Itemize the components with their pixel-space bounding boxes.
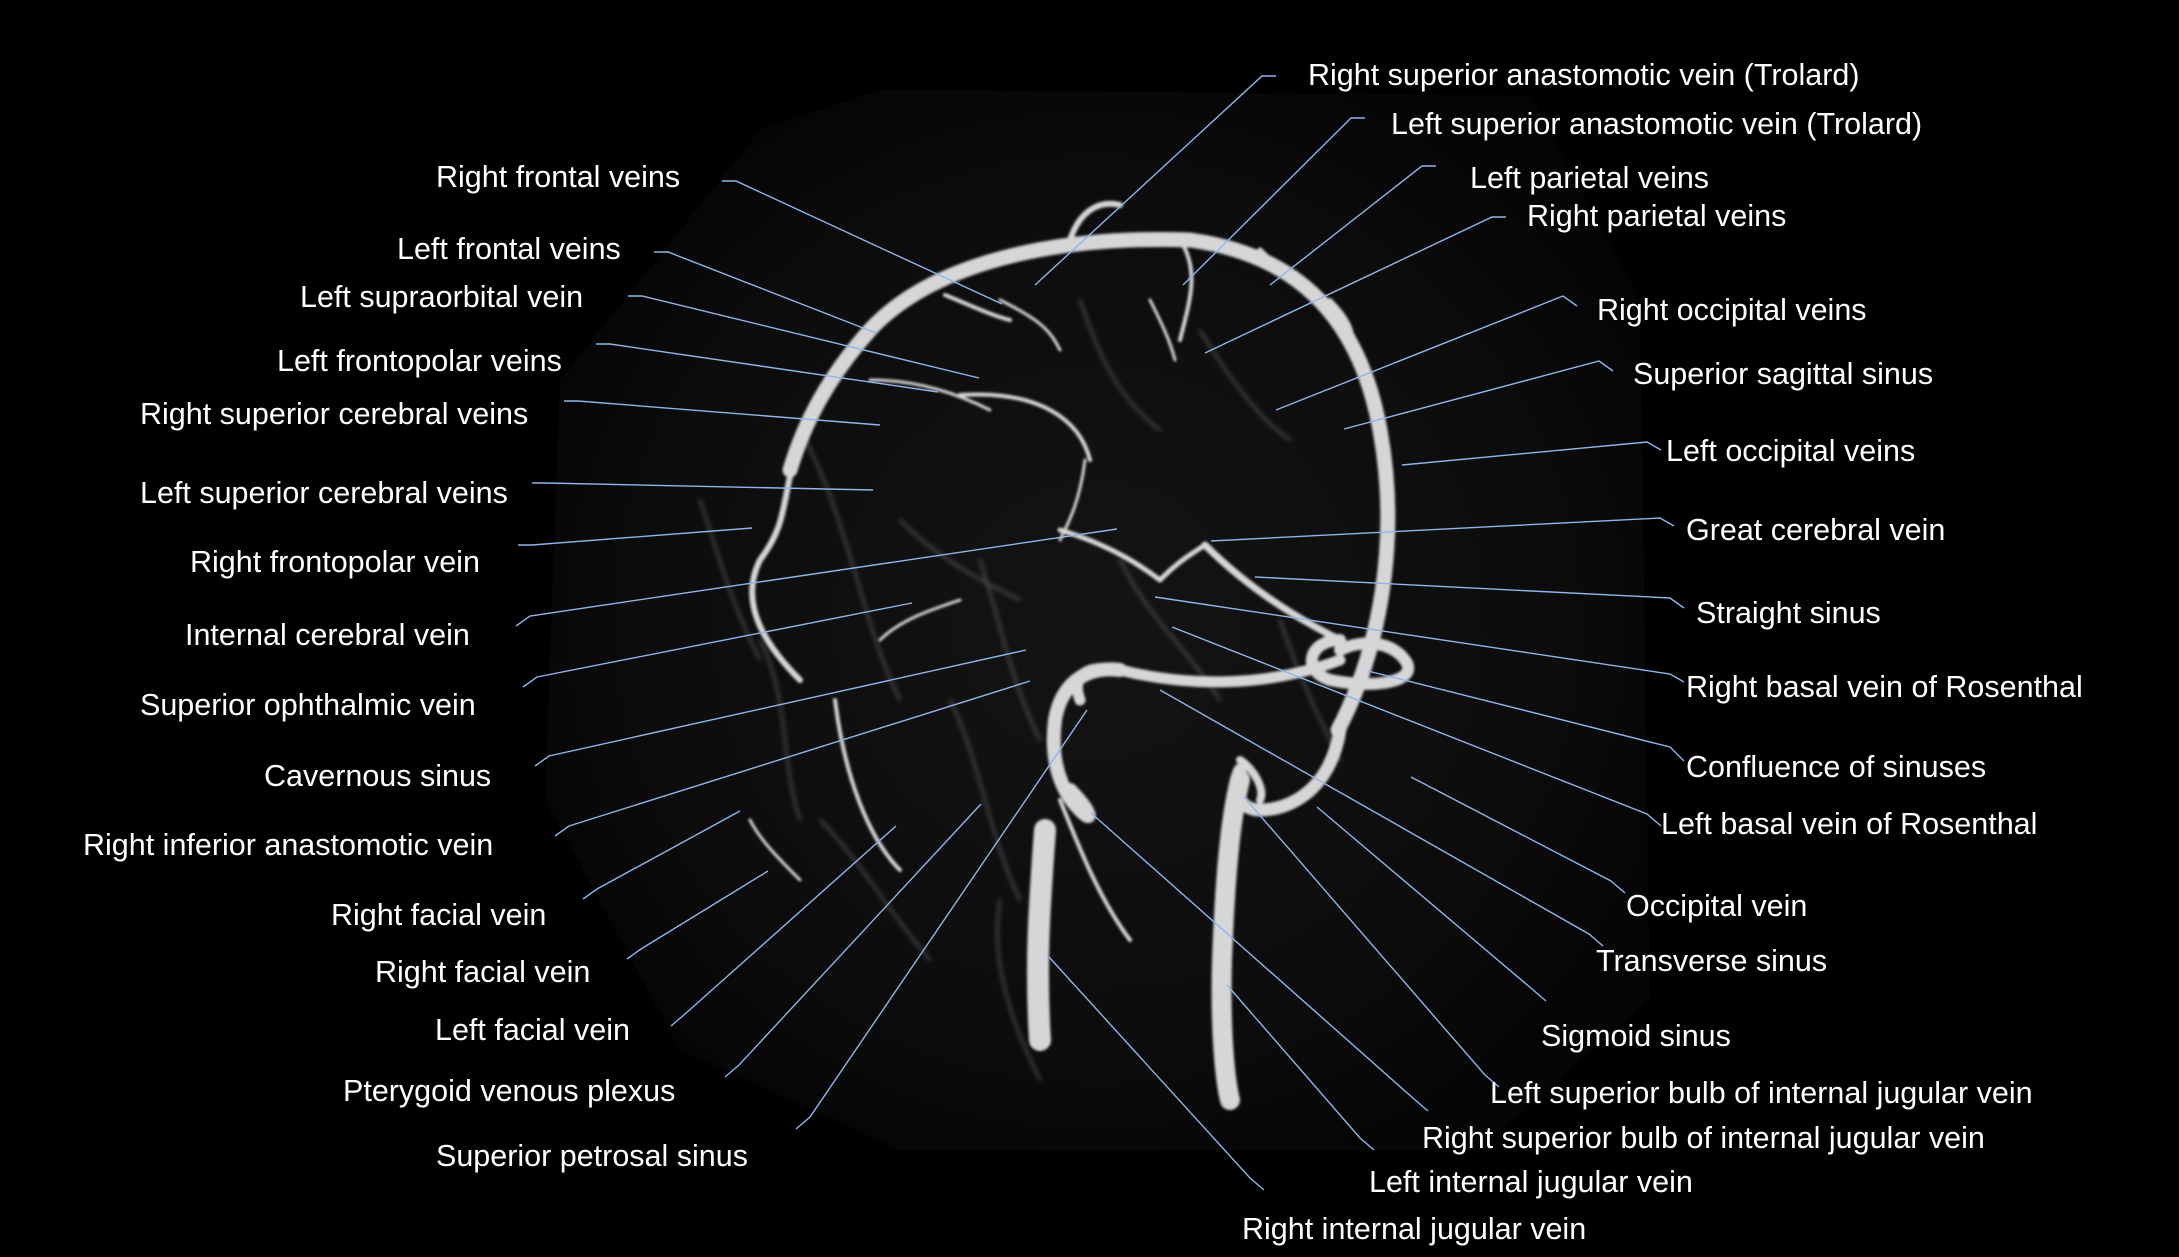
label-right-frontal-veins: Right frontal veins <box>436 160 681 194</box>
leader-line <box>1090 812 1429 1112</box>
label-transverse-sinus: Transverse sinus <box>1596 944 1828 978</box>
venous-tree <box>748 200 1414 1110</box>
label-left-superior-bulb: Left superior bulb of internal jugular v… <box>1490 1076 2033 1110</box>
leader-line <box>1316 806 1547 1002</box>
label-left-supraorbital-vein: Left supraorbital vein <box>300 280 584 314</box>
label-great-cerebral-vein: Great cerebral vein <box>1686 513 1946 547</box>
label-right-basal-vein-of-rosenthal: Right basal vein of Rosenthal <box>1686 670 2083 704</box>
label-left-frontopolar-veins: Left frontopolar veins <box>277 344 562 378</box>
label-left-occipital-veins: Left occipital veins <box>1666 434 1916 468</box>
leader-line <box>1210 517 1675 542</box>
leader-lines <box>515 75 1685 1191</box>
label-right-internal-jugular-vein: Right internal jugular vein <box>1242 1212 1587 1246</box>
scan-field <box>545 90 1650 1150</box>
leader-line <box>1269 165 1436 286</box>
leader-line <box>1410 776 1626 894</box>
leader-line <box>1154 596 1685 683</box>
leader-line <box>522 602 913 688</box>
label-right-superior-anastomotic-vein: Right superior anastomotic vein (Trolard… <box>1308 58 1860 92</box>
leader-line <box>1275 295 1578 411</box>
leader-line <box>534 649 1027 767</box>
leader-line <box>628 295 980 379</box>
leader-line <box>670 825 897 1027</box>
label-superior-sagittal-sinus: Superior sagittal sinus <box>1633 357 1934 391</box>
label-occipital-vein: Occipital vein <box>1626 889 1808 923</box>
label-right-superior-cerebral-veins: Right superior cerebral veins <box>140 397 529 431</box>
label-right-frontopolar-vein: Right frontopolar vein <box>190 545 480 579</box>
label-right-parietal-veins: Right parietal veins <box>1527 199 1787 233</box>
label-right-facial-vein-1: Right facial vein <box>331 898 547 932</box>
leader-line <box>532 482 874 491</box>
label-left-facial-vein: Left facial vein <box>435 1013 630 1047</box>
label-left-parietal-veins: Left parietal veins <box>1470 161 1710 195</box>
leader-line <box>1159 689 1604 947</box>
label-superior-ophthalmic-vein: Superior ophthalmic vein <box>140 688 476 722</box>
leader-line <box>582 810 741 900</box>
label-right-occipital-veins: Right occipital veins <box>1597 293 1867 327</box>
leader-line <box>1401 441 1662 466</box>
leader-line <box>518 527 753 546</box>
label-right-inferior-anastomotic-vein: Right inferior anastomotic vein <box>83 828 494 862</box>
label-left-frontal-veins: Left frontal veins <box>397 232 621 266</box>
label-internal-cerebral-vein: Internal cerebral vein <box>185 618 470 652</box>
leader-line <box>1171 626 1662 827</box>
leader-line <box>1243 796 1500 1088</box>
label-right-superior-bulb: Right superior bulb of internal jugular … <box>1422 1121 1985 1155</box>
leader-line <box>554 680 1031 837</box>
label-left-internal-jugular-vein: Left internal jugular vein <box>1369 1165 1693 1199</box>
leader-line <box>654 251 877 334</box>
leader-line <box>1254 576 1685 609</box>
leader-line <box>626 870 769 960</box>
leader-line <box>1367 670 1685 762</box>
leader-line <box>722 180 1003 305</box>
label-right-facial-vein-2: Right facial vein <box>375 955 591 989</box>
label-left-basal-vein-of-rosenthal: Left basal vein of Rosenthal <box>1661 807 2038 841</box>
leader-line <box>564 400 881 426</box>
leader-line <box>1182 117 1365 286</box>
label-straight-sinus: Straight sinus <box>1696 596 1881 630</box>
label-pterygoid-venous-plexus: Pterygoid venous plexus <box>343 1074 676 1108</box>
label-superior-petrosal-sinus: Superior petrosal sinus <box>436 1139 748 1173</box>
label-confluence-of-sinuses: Confluence of sinuses <box>1686 750 1987 784</box>
label-cavernous-sinus: Cavernous sinus <box>264 759 492 793</box>
leader-line <box>795 709 1088 1130</box>
leader-line <box>1204 216 1506 354</box>
leader-line <box>596 343 939 393</box>
leader-line <box>1034 75 1276 286</box>
leader-line <box>724 803 982 1078</box>
leader-line <box>1048 956 1265 1191</box>
label-left-superior-anastomotic-vein: Left superior anastomotic vein (Trolard) <box>1391 107 1923 141</box>
leader-line <box>1343 360 1614 430</box>
leader-line <box>1226 984 1375 1151</box>
label-sigmoid-sinus: Sigmoid sinus <box>1541 1019 1731 1053</box>
leader-line <box>515 528 1118 627</box>
label-left-superior-cerebral-veins: Left superior cerebral veins <box>140 476 508 510</box>
